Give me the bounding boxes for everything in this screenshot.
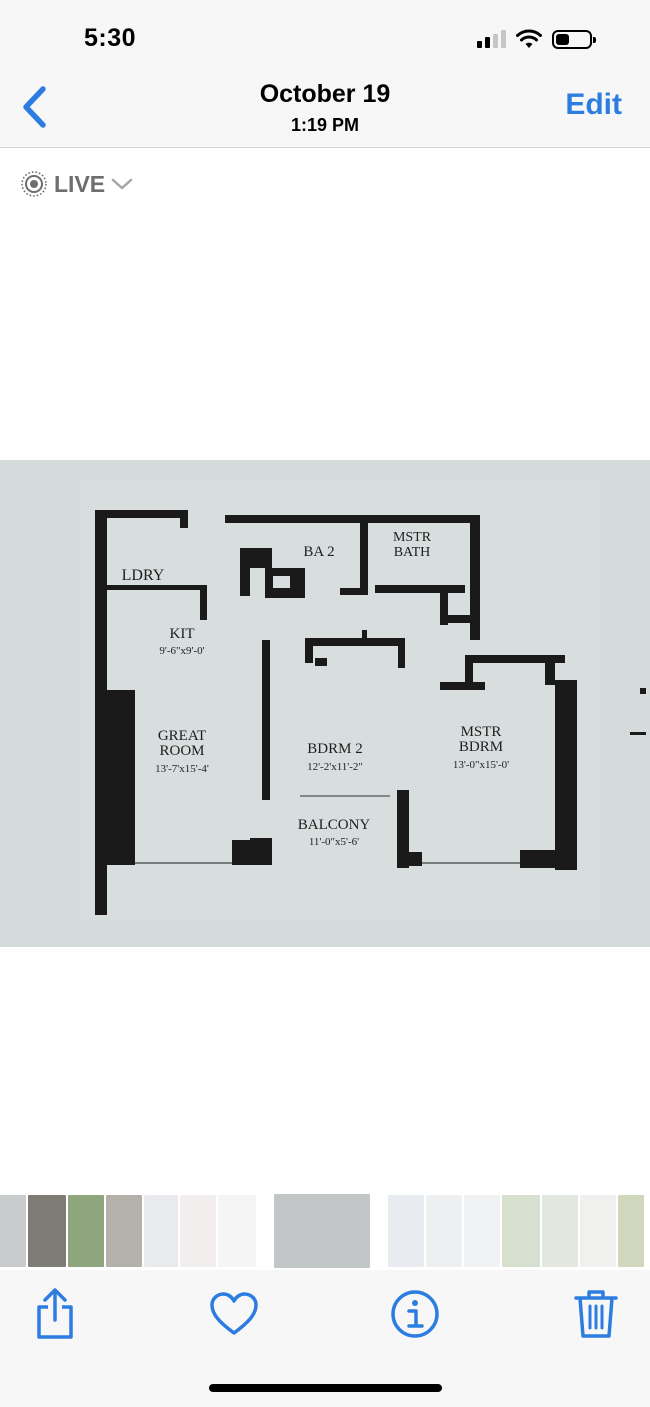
room-label-great-1: GREAT: [158, 728, 206, 744]
chevron-down-icon: [111, 178, 133, 190]
room-label-mstr-bdrm-1: MSTR: [461, 724, 502, 740]
photo-date-title: October 19: [259, 80, 391, 108]
room-dim-mstr-bdrm: 13'-0"x15'-0': [453, 759, 509, 771]
room-dim-balcony: 11'-0"x5'-6': [309, 836, 359, 848]
live-photo-toggle[interactable]: LIVE: [20, 170, 133, 198]
home-indicator: [209, 1384, 442, 1392]
favorite-button[interactable]: [204, 1284, 264, 1344]
room-label-mstr-bdrm-2: BDRM: [459, 739, 503, 755]
photo-time-subtitle: 1:19 PM: [290, 115, 360, 135]
status-icons: [477, 27, 596, 51]
thumbnail[interactable]: [618, 1195, 644, 1267]
status-time: 5:30: [84, 24, 137, 52]
status-bar: 5:30: [0, 0, 650, 70]
room-dim-kit: 9'-6"x9'-0': [159, 645, 204, 657]
room-dim-bdrm2: 12'-2'x11'-2": [307, 761, 363, 773]
delete-button[interactable]: [566, 1284, 626, 1344]
room-label-bdrm2: BDRM 2: [307, 741, 362, 757]
thumbnail[interactable]: [388, 1195, 424, 1267]
room-label-mstr-bath-1: MSTR: [393, 530, 432, 545]
thumbnail[interactable]: [106, 1195, 142, 1267]
back-button[interactable]: [14, 82, 54, 132]
info-icon: [391, 1290, 439, 1338]
thumbnail-current[interactable]: [274, 1194, 370, 1268]
live-photo-icon: [21, 171, 47, 197]
thumbnail[interactable]: [0, 1195, 26, 1267]
thumbnail[interactable]: [68, 1195, 104, 1267]
share-button[interactable]: [25, 1284, 85, 1344]
thumbnail[interactable]: [144, 1195, 178, 1267]
cellular-signal-icon: [477, 30, 506, 48]
share-icon: [37, 1288, 73, 1339]
room-label-ba2: BA 2: [303, 544, 334, 560]
battery-icon: [552, 29, 596, 49]
wifi-icon: [516, 29, 542, 48]
thumbnail[interactable]: [580, 1195, 616, 1267]
bottom-toolbar: [0, 1270, 650, 1407]
thumbnail-strip[interactable]: [0, 1193, 650, 1269]
heart-icon: [210, 1292, 258, 1335]
room-label-kit: KIT: [170, 626, 195, 642]
thumbnail[interactable]: [218, 1195, 256, 1267]
thumbnail[interactable]: [464, 1195, 500, 1267]
trash-icon: [574, 1290, 618, 1338]
room-label-great-2: ROOM: [159, 743, 204, 759]
thumbnail[interactable]: [426, 1195, 462, 1267]
room-dim-great: 13'-7'x15'-4': [155, 763, 209, 775]
thumbnail[interactable]: [542, 1195, 578, 1267]
thumbnail[interactable]: [502, 1195, 540, 1267]
photo-floor-plan[interactable]: LDRY KIT 9'-6"x9'-0' GREAT ROOM 13'-7'x1…: [0, 460, 650, 947]
nav-bar: October 19 1:19 PM Edit: [0, 70, 650, 148]
floor-plan-image: LDRY KIT 9'-6"x9'-0' GREAT ROOM 13'-7'x1…: [0, 460, 650, 947]
room-label-ldry: LDRY: [122, 567, 165, 584]
info-button[interactable]: [385, 1284, 445, 1344]
edit-button[interactable]: Edit: [565, 88, 622, 121]
chevron-left-icon: [23, 86, 46, 128]
thumbnail[interactable]: [28, 1195, 66, 1267]
live-label: LIVE: [54, 170, 106, 197]
room-label-balcony: BALCONY: [298, 817, 371, 833]
thumbnail[interactable]: [180, 1195, 216, 1267]
room-label-mstr-bath-2: BATH: [394, 545, 431, 560]
